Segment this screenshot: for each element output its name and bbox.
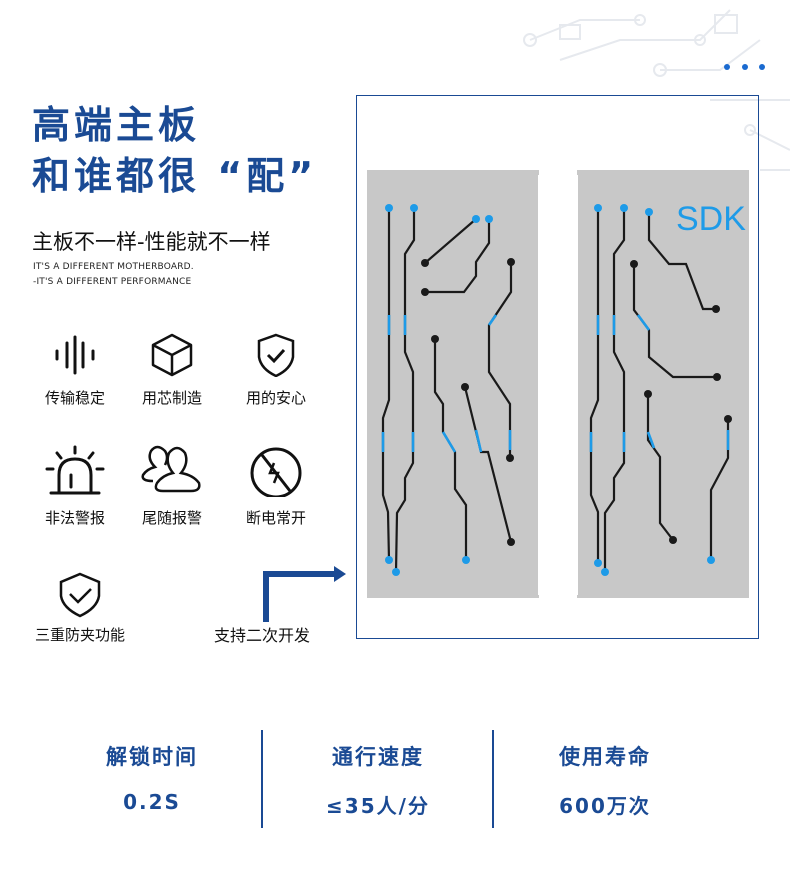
feature-label: 断电常开 xyxy=(245,509,306,527)
stat-value-unlock-time: 0.2S xyxy=(123,790,181,814)
feature-reliable: 用的安心 xyxy=(226,333,326,408)
stat-value-pass-speed: ≤35人/分 xyxy=(326,794,430,818)
sdk-image-frame xyxy=(356,95,759,639)
feature-label: 三重防夹功能 xyxy=(34,626,125,644)
circuit-board-illustration: SDK xyxy=(367,170,749,598)
power-off-icon xyxy=(250,447,302,497)
alarm-light-icon xyxy=(45,445,105,495)
shield-check-icon xyxy=(59,572,101,618)
feature-label: 用芯制造 xyxy=(141,389,202,407)
more-dots-icon xyxy=(742,64,748,70)
cube-icon xyxy=(151,333,193,377)
stat-label-lifespan: 使用寿命 xyxy=(559,745,651,769)
divider xyxy=(492,730,494,828)
feature-chip-made: 用芯制造 xyxy=(122,333,222,408)
stat-value-lifespan: 600万次 xyxy=(559,794,651,818)
signal-bars-icon xyxy=(55,335,95,375)
arrow-icon xyxy=(263,566,346,622)
feature-label: 尾随报警 xyxy=(141,509,202,527)
headline-line1: 高端主板 xyxy=(32,103,201,147)
stat-label-pass-speed: 通行速度 xyxy=(332,745,424,769)
feature-tailgate-alarm: 尾随报警 xyxy=(122,445,222,528)
headline-line2: 和谁都很 “配” xyxy=(32,154,318,198)
english-line1: IT'S A DIFFERENT MOTHERBOARD. xyxy=(33,262,194,272)
divider xyxy=(261,730,263,828)
stat-label-unlock-time: 解锁时间 xyxy=(106,745,198,769)
decorative-circuit-background xyxy=(523,9,790,171)
more-dots-icon xyxy=(759,64,765,70)
english-line2: -IT'S A DIFFERENT PERFORMANCE xyxy=(33,277,192,287)
sdk-logo: SDK xyxy=(676,200,746,238)
feature-stable-transmission: 传输稳定 xyxy=(25,333,125,408)
feature-illegal-alarm: 非法警报 xyxy=(25,445,125,528)
feature-anti-pinch: 三重防夹功能 xyxy=(25,572,135,645)
shield-check-icon xyxy=(257,333,295,377)
sdk-label: 支持二次开发 xyxy=(214,626,311,645)
feature-label: 非法警报 xyxy=(44,509,105,527)
feature-label: 传输稳定 xyxy=(44,389,105,407)
subtitle: 主板不一样-性能就不一样 xyxy=(32,230,271,254)
more-dots-icon xyxy=(724,64,730,70)
feature-fail-open: 断电常开 xyxy=(226,445,326,528)
feature-label: 用的安心 xyxy=(245,389,306,407)
users-icon xyxy=(141,445,201,493)
